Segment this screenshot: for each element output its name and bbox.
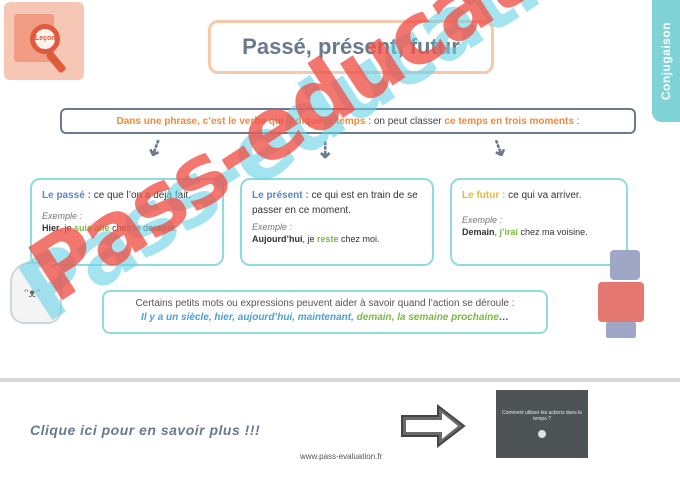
hint-words-green: demain, la semaine prochaine bbox=[353, 312, 499, 323]
magnifier-icon: Leçon bbox=[30, 24, 60, 54]
video-caption: Comment utiliser les actions dans le tem… bbox=[501, 410, 583, 422]
example-time-word: Demain bbox=[462, 227, 495, 237]
card-futur: Le futur : ce qui va arriver. Exemple : … bbox=[450, 178, 628, 266]
video-thumbnail[interactable]: Comment utiliser les actions dans le tem… bbox=[496, 390, 588, 458]
card-definition: Le futur : ce qui va arriver. bbox=[462, 188, 616, 203]
example-sentence: Hier, je suis allé chez le dentiste. bbox=[42, 223, 212, 233]
hint-box: Certains petits mots ou expressions peuv… bbox=[102, 290, 548, 334]
hint-examples: Il y a un siècle, hier, aujourd’hui, mai… bbox=[104, 311, 546, 325]
example-end: chez moi. bbox=[338, 234, 380, 244]
card-keyword: Le futur : bbox=[462, 190, 506, 201]
example-sentence: Demain, j’irai chez ma voisine. bbox=[462, 227, 616, 237]
category-label: Conjugaison bbox=[659, 21, 673, 101]
category-tab: Conjugaison bbox=[652, 0, 680, 122]
down-arrow-icon: ⇣ bbox=[142, 133, 169, 164]
hint-words-blue: Il y a un siècle, hier, aujourd’hui, mai… bbox=[141, 312, 354, 323]
divider bbox=[0, 378, 680, 382]
robot-legs bbox=[606, 322, 636, 338]
example-label: Exemple : bbox=[252, 222, 293, 232]
arrow-right-icon bbox=[400, 403, 466, 453]
intro-part3: ce temps en trois moments bbox=[444, 115, 574, 127]
example-end: chez le dentiste. bbox=[109, 223, 178, 233]
card-keyword: Le présent : bbox=[252, 190, 309, 201]
example-verb: suis allé bbox=[74, 223, 110, 233]
example-mid: , je bbox=[59, 223, 75, 233]
example-end: chez ma voisine. bbox=[518, 227, 588, 237]
example-mid: , je bbox=[302, 234, 318, 244]
example-verb: j’irai bbox=[499, 227, 519, 237]
example-time-word: Hier bbox=[42, 223, 60, 233]
footer-url[interactable]: www.pass-evaluation.fr bbox=[300, 452, 383, 461]
title-box: Passé, présent, futur bbox=[208, 20, 494, 74]
example-mid: , bbox=[494, 227, 500, 237]
robot-body bbox=[598, 282, 644, 322]
intro-part1: Dans une phrase, c’est le verbe qui indi… bbox=[116, 115, 366, 127]
learn-more-link[interactable]: Clique ici pour en savoir plus !!! bbox=[30, 422, 261, 438]
robot-icon bbox=[610, 250, 640, 280]
example-label: Exemple : bbox=[462, 215, 503, 225]
tooth-icon bbox=[10, 262, 62, 324]
card-definition: Le passé : ce que l’on a déjà fait. bbox=[42, 188, 212, 203]
hint-words-end: … bbox=[498, 312, 509, 323]
tooth-face-icon: ᵔᴥᵔ bbox=[24, 286, 41, 300]
intro-part4: : bbox=[573, 115, 580, 127]
logo-lens-text: Leçon bbox=[35, 35, 56, 42]
card-definition-text: ce qui est en train de se passer en ce m… bbox=[252, 190, 418, 216]
hint-line: Certains petits mots ou expressions peuv… bbox=[135, 298, 515, 309]
intro-part2: : on peut classer bbox=[365, 115, 445, 127]
card-present: Le présent : ce qui est en train de se p… bbox=[240, 178, 434, 266]
card-passe: Le passé : ce que l’on a déjà fait. Exem… bbox=[30, 178, 224, 266]
intro-banner: Dans une phrase, c’est le verbe qui indi… bbox=[60, 108, 636, 134]
card-definition-text: ce qui va arriver. bbox=[505, 190, 582, 201]
play-icon[interactable] bbox=[538, 430, 546, 438]
card-keyword: Le passé : bbox=[42, 190, 91, 201]
example-label: Exemple : bbox=[42, 211, 83, 221]
card-definition: Le présent : ce qui est en train de se p… bbox=[252, 188, 422, 218]
example-sentence: Aujourd’hui, je reste chez moi. bbox=[252, 234, 422, 244]
down-arrow-icon: ⇣ bbox=[486, 133, 512, 164]
example-time-word: Aujourd’hui bbox=[252, 234, 303, 244]
page-title: Passé, présent, futur bbox=[242, 34, 460, 59]
down-arrow-icon: ⇣ bbox=[316, 138, 335, 163]
card-definition-text: ce que l’on a déjà fait. bbox=[90, 190, 191, 201]
example-verb: reste bbox=[317, 234, 339, 244]
